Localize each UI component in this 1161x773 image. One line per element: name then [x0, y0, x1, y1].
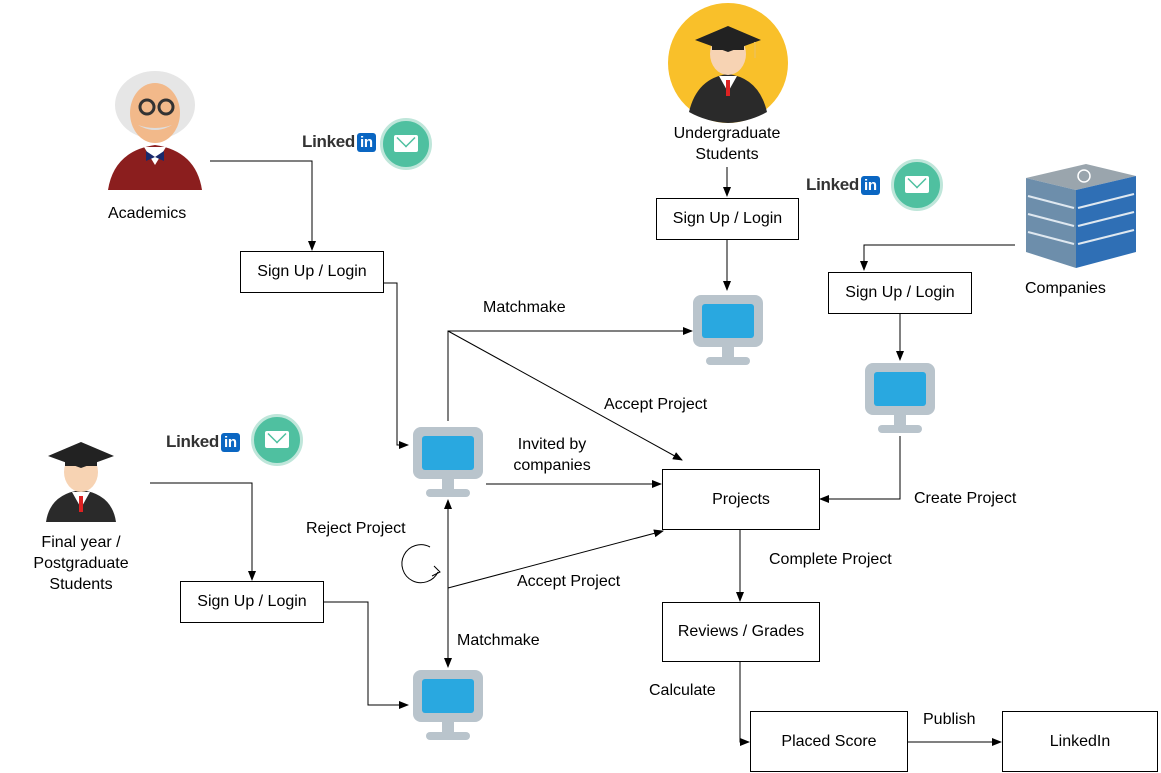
edge-companies-to-signup [860, 244, 1015, 271]
final-year-label-line3: Students [49, 576, 113, 593]
linkedin-logo-in: in [357, 133, 376, 152]
linkedin-box: LinkedIn [1002, 711, 1158, 772]
linkedin-logo-word: Linked [302, 132, 355, 151]
undergraduate-student-icon [668, 3, 788, 123]
monitor-icon-academics [413, 427, 483, 497]
academic-professor-icon [108, 71, 202, 190]
edge-label-accept-project-bottom: Accept Project [517, 573, 621, 590]
edge-calculate [739, 662, 750, 746]
edge-label-accept-project-top: Accept Project [604, 396, 708, 413]
mail-icon [251, 414, 303, 466]
final-year-label-line1: Final year / [41, 534, 121, 551]
signup-login-box-academics: Sign Up / Login [240, 251, 384, 293]
final-year-student-icon [46, 442, 116, 522]
monitor-icon-companies [865, 363, 935, 433]
edge-accept-bottom [447, 529, 664, 589]
mail-icon [380, 118, 432, 170]
monitor-icon-undergraduate [693, 295, 763, 365]
edge-academics-signup-to-monitor [384, 282, 409, 449]
edge-final-signup-to-monitor [323, 601, 409, 709]
edge-label-create-project: Create Project [914, 490, 1017, 507]
signup-login-box-undergraduate: Sign Up / Login [656, 198, 799, 240]
final-year-label: Final year / Postgraduate Students [20, 532, 142, 595]
signup-login-box-companies: Sign Up / Login [828, 272, 972, 314]
reject-loop-icon [401, 544, 441, 584]
edge-label-invited: Invited by companies [502, 434, 602, 476]
linkedin-logo-in: in [861, 176, 880, 195]
edge-label-invited-line2: companies [513, 457, 591, 474]
undergraduate-label-line1: Undergraduate [673, 125, 781, 142]
edge-label-publish: Publish [923, 711, 976, 728]
companies-label: Companies [1025, 280, 1106, 297]
edge-label-matchmake-bottom: Matchmake [457, 632, 540, 649]
edge-academics-to-signup [210, 160, 316, 251]
mail-icon [891, 159, 943, 211]
linkedin-logo-in: in [221, 433, 240, 452]
final-year-label-line2: Postgraduate [33, 555, 129, 572]
reviews-grades-box: Reviews / Grades [662, 602, 820, 662]
placed-score-box: Placed Score [750, 711, 908, 772]
edge-label-calculate: Calculate [649, 682, 716, 699]
edge-final-to-signup [150, 482, 256, 581]
academics-label: Academics [108, 205, 187, 222]
edge-create-project [819, 436, 901, 503]
linkedin-logo-word: Linked [806, 175, 859, 194]
edge-label-invited-line1: Invited by [517, 436, 587, 453]
edge-accept-top [447, 330, 683, 461]
companies-building-icon [1026, 164, 1136, 268]
signup-login-box-final-year: Sign Up / Login [180, 581, 324, 623]
edge-label-complete-project: Complete Project [769, 551, 892, 568]
undergraduate-label: Undergraduate Students [667, 123, 787, 165]
monitor-icon-final-year [413, 670, 483, 740]
undergraduate-label-line2: Students [695, 146, 759, 163]
edge-label-reject-project: Reject Project [306, 520, 406, 537]
projects-box: Projects [662, 469, 820, 530]
linkedin-logo-word: Linked [166, 432, 219, 451]
edge-label-matchmake-top: Matchmake [483, 299, 566, 316]
